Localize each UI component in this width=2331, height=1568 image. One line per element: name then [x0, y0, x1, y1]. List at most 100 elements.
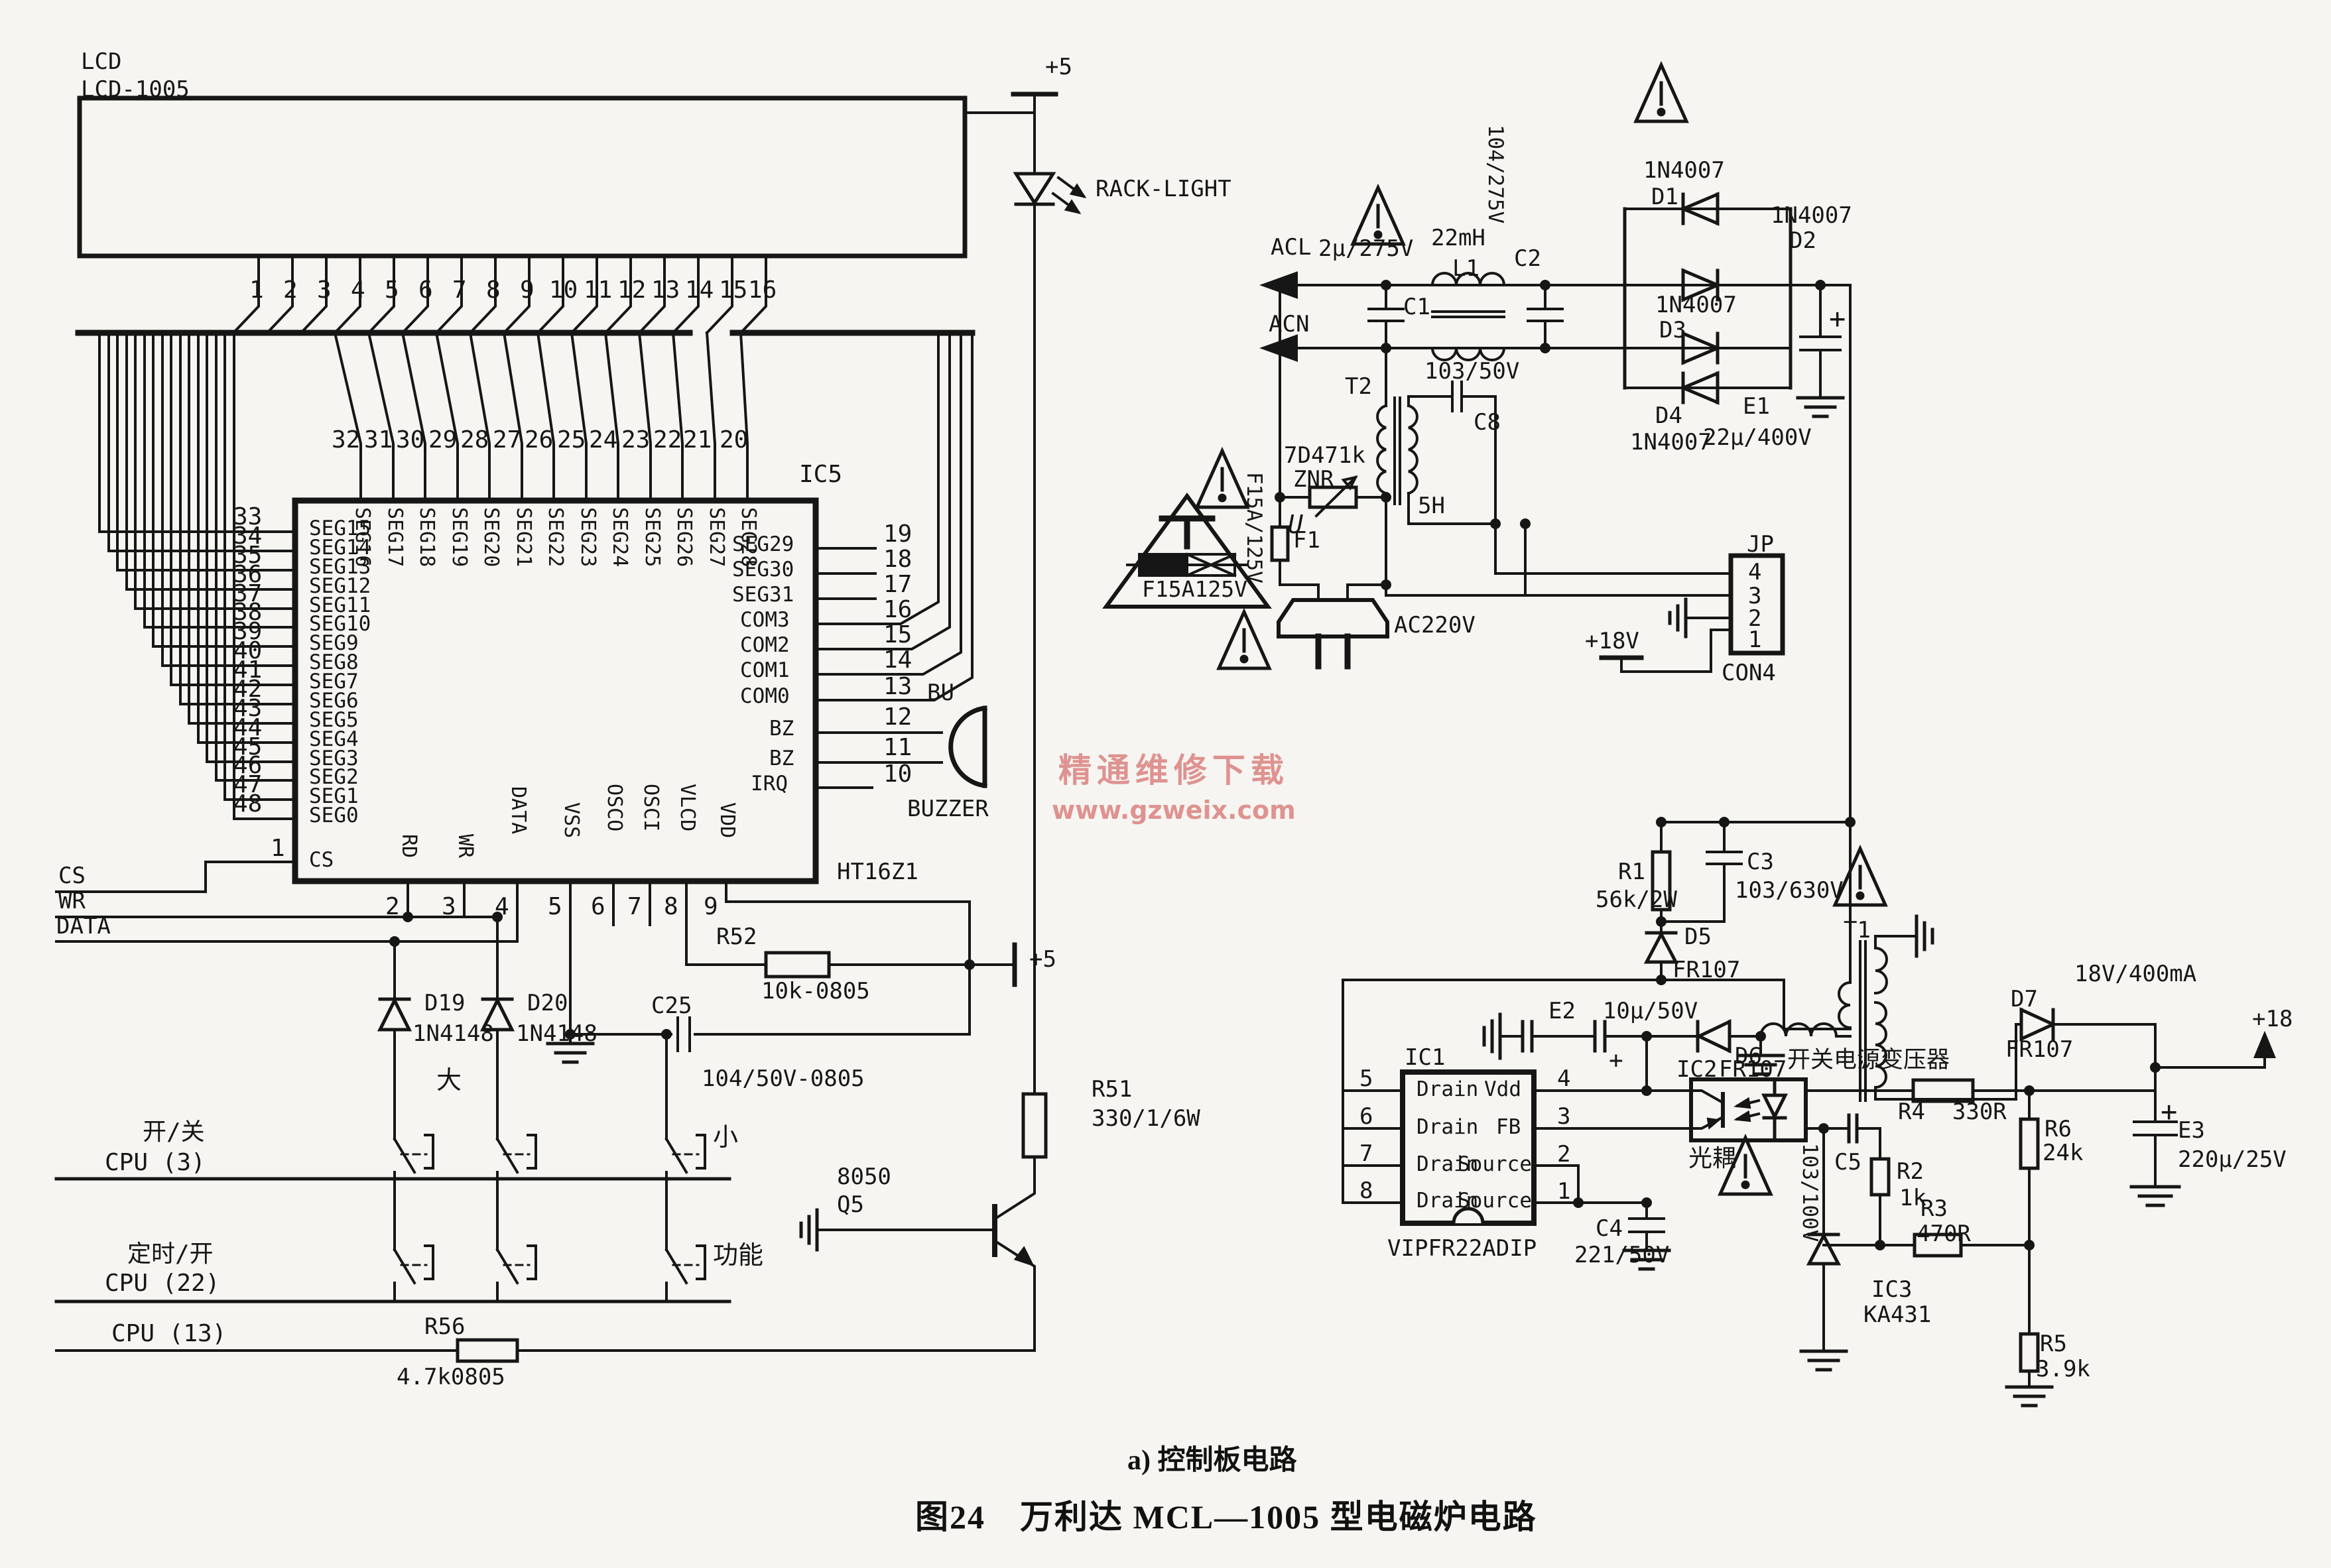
key-kaiguan: 开/关 — [143, 1118, 205, 1146]
d19-ref: D19 — [424, 990, 466, 1016]
c8-val: 103/50V — [1424, 358, 1520, 385]
ic5-pin-7: 7 — [627, 893, 642, 920]
buzzer-tag: BU — [927, 680, 954, 706]
ic5-pin-24: 24 — [589, 426, 618, 453]
d7-ref: D7 — [2011, 986, 2038, 1012]
ic5-seg6: SEG6 — [309, 689, 359, 713]
d6-ref: D6 — [1735, 1043, 1762, 1069]
ic1-pin1: 1 — [1557, 1178, 1571, 1205]
ic5-pin-35: 35 — [233, 542, 263, 569]
ic5-pin-3: 3 — [442, 893, 456, 920]
ic5-seg9: SEG9 — [309, 631, 359, 655]
ic5-seg26: SEG26 — [672, 507, 696, 568]
ic5-pin-36: 36 — [233, 561, 263, 588]
ic5-pin-33: 33 — [233, 503, 263, 530]
ic2-cn: 光耦 — [1688, 1145, 1737, 1172]
d7-val: FR107 — [2005, 1036, 2074, 1063]
cpu22: CPU (22) — [105, 1270, 220, 1297]
ac220v: AC220V — [1394, 612, 1476, 638]
ic5-pin-26: 26 — [525, 426, 554, 453]
ic5-pin-2: 2 — [385, 893, 400, 920]
znr-val: 7D471k — [1284, 442, 1365, 469]
ic1-pin2: 2 — [1557, 1141, 1571, 1168]
ic1-ref: IC1 — [1405, 1044, 1446, 1071]
lcd-pin-14: 14 — [685, 276, 714, 304]
ic5-seg11: SEG11 — [309, 593, 371, 617]
ic1-drain2: Drain — [1417, 1115, 1479, 1139]
key-matrix — [54, 916, 1036, 1363]
ic5-pin-1: 1 — [271, 835, 285, 862]
c25-ref: C25 — [651, 993, 692, 1019]
warning-icons — [1194, 60, 1888, 1196]
out-rating: 18V/400mA — [2074, 961, 2197, 987]
ic5-seg12: SEG12 — [309, 574, 371, 598]
q5-ref: Q5 — [837, 1191, 864, 1218]
ic5-pin-25: 25 — [557, 426, 586, 453]
ic5-seg2: SEG2 — [309, 765, 359, 789]
d4-val: 1N4007 — [1630, 429, 1712, 455]
ic5-pin-37: 37 — [233, 580, 263, 607]
ic5-pin-41: 41 — [233, 656, 263, 684]
c1-ref: C1 — [1403, 294, 1430, 320]
ic5-bz1: BZ — [769, 717, 794, 741]
ic5-pin-13: 13 — [883, 673, 913, 700]
e3-ref: E3 — [2178, 1117, 2205, 1144]
bus-data: DATA — [56, 913, 111, 939]
ic5-pin-12: 12 — [883, 703, 913, 731]
lcd-pin-3: 3 — [317, 276, 332, 304]
d2-ref: D2 — [1789, 227, 1816, 254]
ic5-seg14: SEG14 — [309, 536, 371, 560]
con4: CON4 — [1722, 660, 1776, 686]
r6-val: 24k — [2043, 1140, 2084, 1166]
ic1-pin4: 4 — [1557, 1065, 1571, 1092]
ic5-bz2: BZ — [769, 747, 794, 770]
lcd-pin-15: 15 — [719, 276, 748, 304]
watermark: 精通维修下载 www.gzweix.com — [1052, 744, 1296, 825]
ic5-pin-27: 27 — [493, 426, 522, 453]
jp-2: 2 — [1748, 605, 1762, 632]
plus18v: +18V — [1585, 628, 1639, 654]
t2-ref: T2 — [1345, 373, 1372, 400]
ic5-part: HT16Z1 — [837, 859, 918, 885]
ic5-seg21: SEG21 — [512, 507, 535, 568]
ic5-seg23: SEG23 — [576, 507, 599, 568]
ic5-pin-23: 23 — [621, 426, 651, 453]
ic1-block — [1400, 1035, 1692, 1271]
lcd-pin-8: 8 — [486, 276, 501, 304]
c2-val: 104/275V — [1483, 125, 1507, 224]
ic5-rd: RD — [397, 834, 420, 859]
ic1-fb: FB — [1496, 1115, 1521, 1139]
watermark-line2: www.gzweix.com — [1052, 796, 1296, 825]
acl: ACL — [1271, 234, 1312, 261]
r2-val: 1k — [1899, 1185, 1926, 1211]
cpu3: CPU (3) — [105, 1149, 206, 1176]
l1-val: 22mH — [1431, 225, 1485, 251]
znr-u: U — [1288, 510, 1303, 539]
ic5-seg24: SEG24 — [608, 507, 631, 568]
ic5-osci: OSCI — [639, 784, 662, 832]
lcd-pin-2: 2 — [283, 276, 298, 304]
ic5-seg19: SEG19 — [448, 507, 471, 568]
fuse-triangle-text: F15A125V — [1142, 576, 1247, 602]
ic5-pin-48: 48 — [233, 790, 263, 817]
t1-ref: T1 — [1844, 917, 1871, 943]
r2-ref: R2 — [1897, 1158, 1924, 1185]
ic2-val: FR107 — [1719, 1056, 1787, 1083]
lcd-pin-7: 7 — [452, 276, 467, 304]
ic5-pin-30: 30 — [396, 426, 425, 453]
d20-ref: D20 — [527, 990, 568, 1016]
ic5-pin-10: 10 — [883, 760, 913, 788]
ic5-pin-9: 9 — [704, 893, 718, 920]
output-rail — [2019, 1007, 2276, 1207]
jp-connector — [1599, 553, 1785, 673]
ic2-optocoupler — [1689, 1066, 2157, 1236]
r51-ref: R51 — [1092, 1076, 1133, 1103]
r51-val: 330/1/6W — [1092, 1105, 1200, 1132]
buzzer-icon — [948, 705, 987, 788]
ic5-seg22: SEG22 — [544, 507, 567, 568]
acn: ACN — [1269, 311, 1310, 337]
ic5-seg3: SEG3 — [309, 747, 359, 770]
r1-val: 56k/2W — [1596, 886, 1677, 913]
r52-ref: R52 — [716, 924, 757, 950]
znr-ref: ZNR — [1293, 466, 1334, 493]
